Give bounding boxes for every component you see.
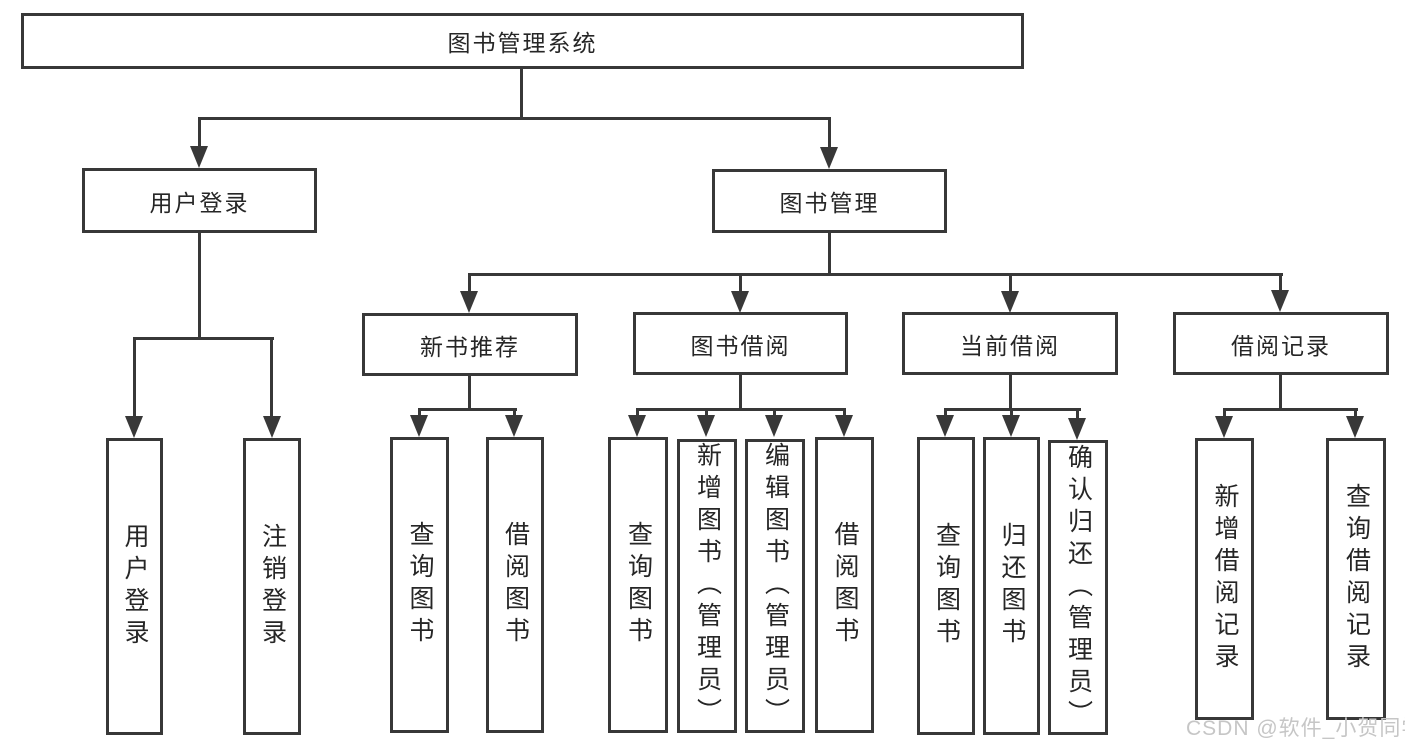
connector-drop — [773, 408, 776, 418]
connector-drop — [418, 408, 421, 418]
node-user-login: 用户登录 — [82, 168, 317, 233]
arrowhead — [1215, 416, 1233, 438]
arrowhead-to-book-borrow — [731, 291, 749, 313]
connector-drop — [636, 408, 639, 418]
node-current-borrow: 当前借阅 — [902, 312, 1118, 375]
arrowhead — [835, 415, 853, 437]
connector-drop — [843, 408, 846, 418]
leaf-user-login: 用户登录 — [106, 438, 163, 735]
connector-drop — [1354, 408, 1357, 418]
connector-root-stem — [520, 69, 523, 120]
arrowhead-to-book-mgmt — [820, 147, 838, 169]
arrowhead — [697, 415, 715, 437]
connector-new-book-rec-stem — [468, 376, 471, 410]
leaf-query-book-borrow: 查询图书 — [608, 437, 668, 733]
connector-drop — [705, 408, 708, 418]
arrowhead — [765, 415, 783, 437]
arrowhead — [410, 415, 428, 437]
connector-borrow-record-rail — [1223, 408, 1358, 411]
connector-book-borrow-rail — [636, 408, 846, 411]
leaf-add-borrow-record: 新增借阅记录 — [1195, 438, 1254, 720]
arrowhead — [505, 415, 523, 437]
connector-to-book-borrow — [739, 273, 742, 295]
arrowhead-to-leaf-logout — [263, 416, 281, 438]
connector-book-mgmt-stem — [828, 233, 831, 276]
connector-to-leaf-user-login — [133, 337, 136, 418]
leaf-query-borrow-record: 查询借阅记录 — [1326, 438, 1386, 720]
arrowhead — [628, 415, 646, 437]
arrowhead — [1068, 418, 1086, 440]
connector-to-current-borrow — [1009, 273, 1012, 295]
arrowhead — [1346, 416, 1364, 438]
connector-user-login-stem — [198, 233, 201, 340]
connector-to-borrow-record — [1279, 273, 1282, 295]
connector-borrow-record-stem — [1279, 375, 1282, 410]
connector-to-leaf-logout — [270, 337, 273, 418]
connector-current-borrow-stem — [1009, 375, 1012, 410]
connector-drop — [944, 408, 947, 418]
node-book-mgmt: 图书管理 — [712, 169, 947, 233]
connector-book-borrow-stem — [739, 375, 742, 410]
leaf-return-book: 归还图书 — [983, 437, 1040, 735]
leaf-confirm-return-admin: 确认归还（管理员） — [1048, 440, 1108, 735]
connector-new-book-rec-rail — [418, 408, 517, 411]
connector-level2-rail — [198, 117, 831, 120]
node-borrow-record: 借阅记录 — [1173, 312, 1389, 375]
connector-user-login-rail — [133, 337, 274, 340]
connector-drop — [513, 408, 516, 418]
connector-drop — [1010, 408, 1013, 418]
leaf-borrow-book-newrec: 借阅图书 — [486, 437, 544, 733]
arrowhead-to-user-login — [190, 146, 208, 168]
arrowhead-to-borrow-record — [1271, 290, 1289, 312]
csdn-watermark: CSDN @软件_小贺同学 — [1186, 717, 1405, 740]
leaf-add-book-admin: 新增图书（管理员） — [677, 439, 737, 733]
connector-to-new-book-rec — [468, 273, 471, 295]
arrowhead — [1002, 415, 1020, 437]
arrowhead-to-leaf-user-login — [125, 416, 143, 438]
arrowhead-to-current-borrow — [1001, 291, 1019, 313]
node-library-management-system: 图书管理系统 — [21, 13, 1024, 69]
leaf-borrow-book-borrow: 借阅图书 — [815, 437, 874, 733]
connector-drop — [1223, 408, 1226, 418]
connector-to-book-mgmt — [828, 117, 831, 149]
arrowhead — [936, 415, 954, 437]
arrowhead-to-new-book-rec — [460, 291, 478, 313]
node-new-book-rec: 新书推荐 — [362, 313, 578, 376]
leaf-edit-book-admin: 编辑图书（管理员） — [745, 439, 805, 733]
connector-level3-rail — [468, 273, 1283, 276]
connector-to-user-login — [198, 117, 201, 148]
node-book-borrow: 图书借阅 — [633, 312, 848, 375]
leaf-query-book-newrec: 查询图书 — [390, 437, 449, 733]
leaf-logout: 注销登录 — [243, 438, 301, 735]
leaf-query-book-current: 查询图书 — [917, 437, 975, 735]
connector-drop — [1076, 408, 1079, 420]
